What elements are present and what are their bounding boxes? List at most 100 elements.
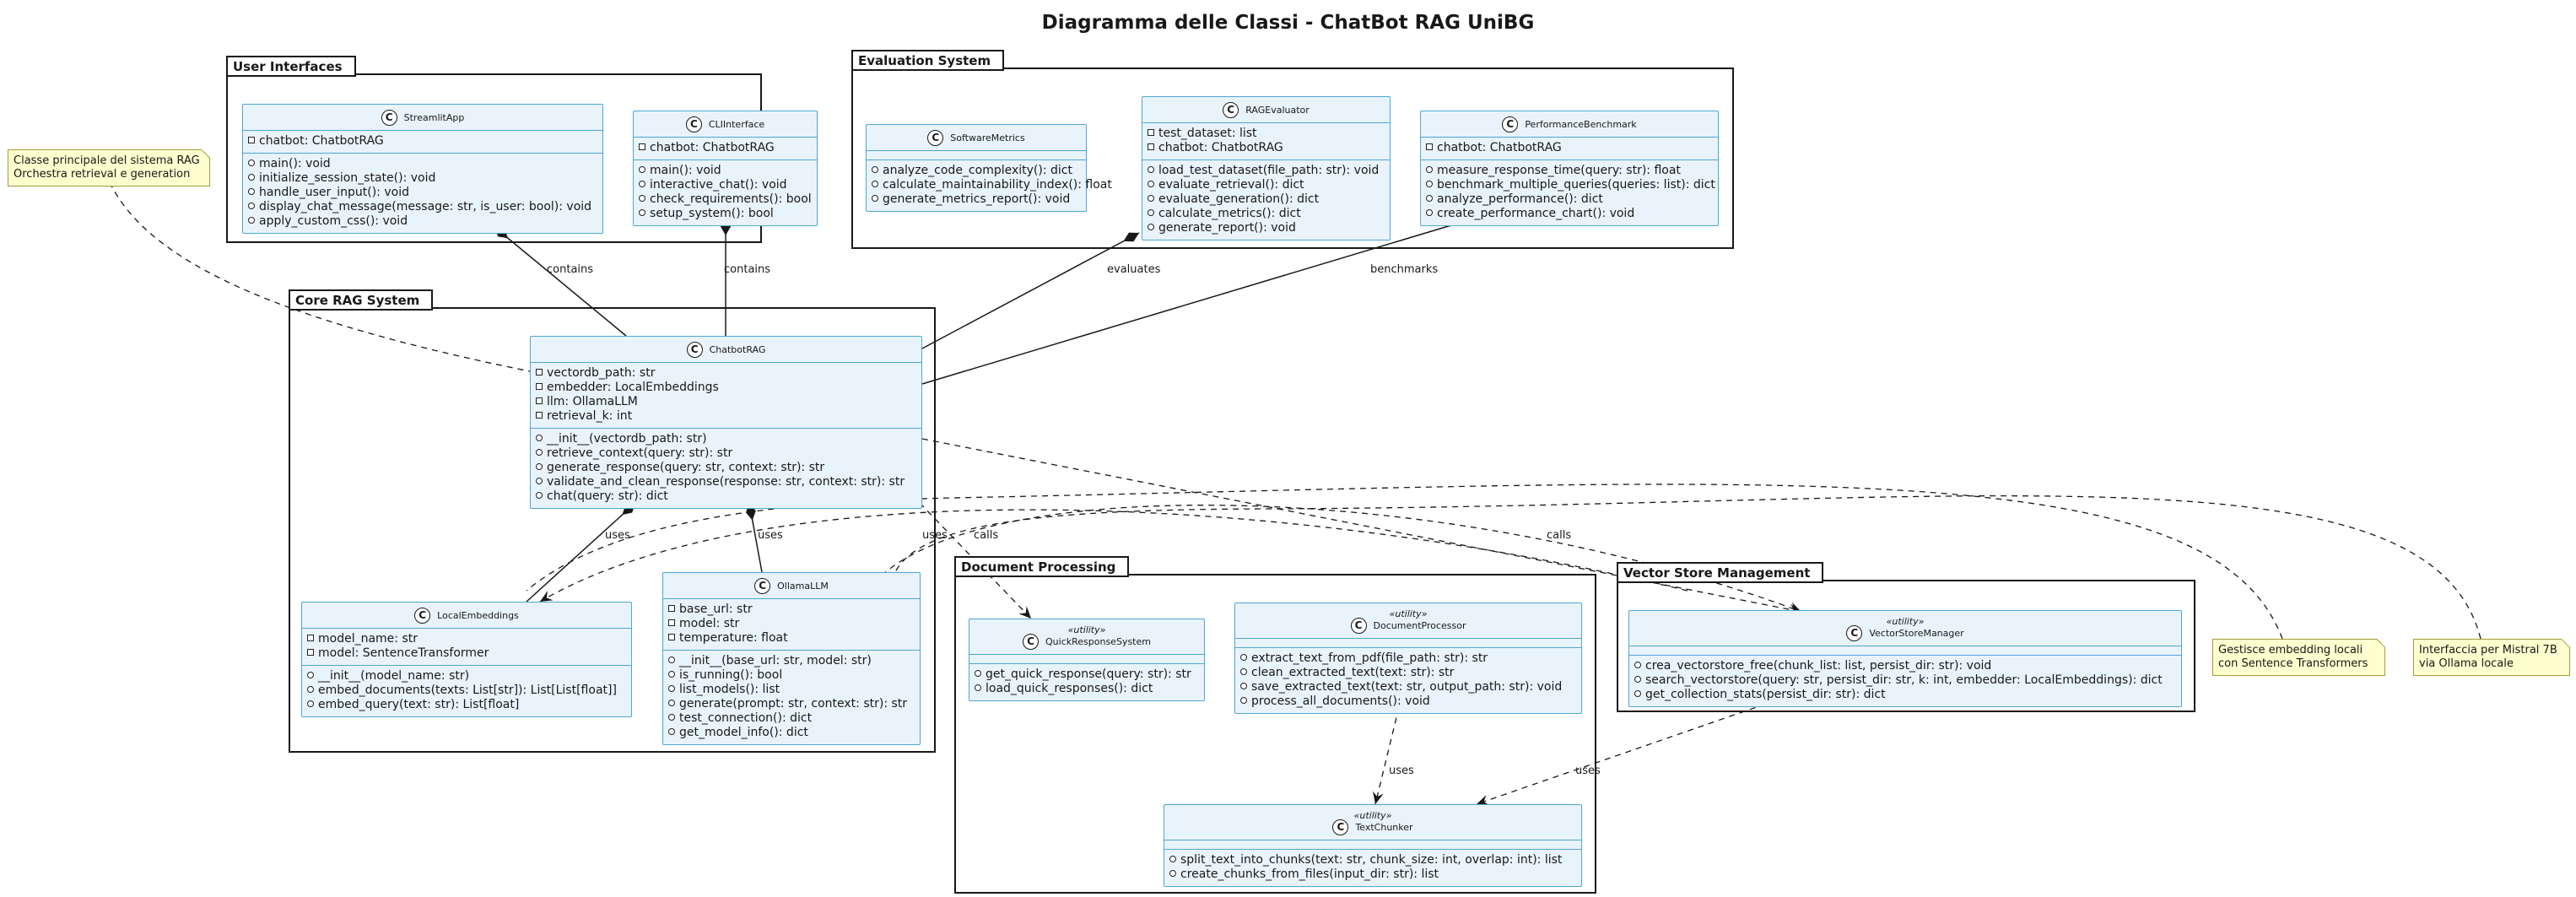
- attribute-row-text: temperature: float: [679, 631, 788, 645]
- public-visibility-icon: [1148, 195, 1154, 202]
- method-row: handle_user_input(): void: [248, 186, 597, 200]
- label-benchmarks: benchmarks: [1370, 263, 1439, 276]
- public-visibility-icon: [872, 166, 878, 173]
- method-row-text: create_performance_chart(): void: [1437, 207, 1635, 220]
- method-row-text: check_requirements(): bool: [650, 192, 812, 206]
- public-visibility-icon: [668, 657, 675, 663]
- method-section: extract_text_from_pdf(file_path: str): s…: [1235, 648, 1581, 713]
- public-visibility-icon: [668, 728, 675, 735]
- attribute-row-text: llm: OllamaLLM: [547, 395, 638, 408]
- method-row: main(): void: [639, 164, 812, 178]
- method-row-text: chat(query: str): dict: [547, 489, 668, 503]
- public-visibility-icon: [1148, 209, 1154, 216]
- method-row: setup_system(): bool: [639, 207, 812, 221]
- rel-perfbench-chatbot: [921, 215, 1477, 385]
- method-row-text: list_models(): list: [679, 683, 780, 696]
- label-uses-localemb: uses: [605, 529, 630, 542]
- class-icon: C: [685, 116, 702, 132]
- method-row: is_running(): bool: [668, 668, 915, 683]
- public-visibility-icon: [1148, 224, 1154, 230]
- method-section: __init__(vectordb_path: str)retrieve_con…: [531, 429, 921, 508]
- attribute-row-text: chatbot: ChatbotRAG: [1158, 141, 1283, 154]
- public-visibility-icon: [536, 449, 543, 456]
- class-name: StreamlitApp: [403, 112, 465, 123]
- method-row: load_quick_responses(): dict: [975, 682, 1199, 696]
- attribute-row: vectordb_path: str: [536, 366, 916, 381]
- private-visibility-icon: [307, 649, 314, 656]
- method-row-text: handle_user_input(): void: [259, 186, 409, 199]
- method-row-text: load_test_dataset(file_path: str): void: [1158, 164, 1380, 177]
- method-row: measure_response_time(query: str): float: [1426, 164, 1713, 178]
- package-label: Document Processing: [954, 556, 1130, 577]
- method-row: generate(prompt: str, context: str): str: [668, 697, 915, 711]
- public-visibility-icon: [639, 195, 645, 202]
- method-row-text: get_quick_response(query: str): str: [986, 667, 1191, 681]
- public-visibility-icon: [536, 478, 543, 484]
- attribute-row: chatbot: ChatbotRAG: [248, 134, 597, 149]
- public-visibility-icon: [1240, 668, 1247, 675]
- private-visibility-icon: [668, 619, 675, 626]
- method-row-text: calculate_metrics(): dict: [1158, 207, 1301, 220]
- method-row: process_all_documents(): void: [1240, 694, 1576, 709]
- public-visibility-icon: [975, 670, 981, 677]
- attribute-row: chatbot: ChatbotRAG: [639, 141, 812, 155]
- class-icon: C: [1350, 618, 1367, 634]
- class-name: SoftwareMetrics: [950, 132, 1025, 143]
- method-row-text: main(): void: [259, 157, 331, 170]
- attribute-row: llm: OllamaLLM: [536, 395, 916, 409]
- attribute-row: embedder: LocalEmbeddings: [536, 381, 916, 395]
- note-rag-main: Classe principale del sistema RAG Orches…: [8, 149, 210, 186]
- label-uses-vsmgr-chunker: uses: [1575, 765, 1601, 777]
- class-name: DocumentProcessor: [1373, 620, 1466, 631]
- method-row-text: search_vectorstore(query: str, persist_d…: [1645, 673, 2163, 687]
- attribute-row: test_dataset: list: [1148, 127, 1385, 141]
- class-name: RAGEvaluator: [1245, 105, 1310, 116]
- package-label: Core RAG System: [289, 289, 434, 311]
- public-visibility-icon: [1426, 195, 1433, 202]
- method-row-text: load_quick_responses(): dict: [986, 682, 1153, 695]
- public-visibility-icon: [872, 195, 878, 202]
- public-visibility-icon: [248, 174, 255, 181]
- method-row: generate_response(query: str, context: s…: [536, 461, 916, 475]
- method-row: crea_vectorstore_free(chunk_list: list, …: [1634, 659, 2176, 673]
- public-visibility-icon: [639, 166, 645, 173]
- method-row: split_text_into_chunks(text: str, chunk_…: [1169, 853, 1576, 867]
- method-row: clean_extracted_text(text: str): str: [1240, 666, 1576, 680]
- package-evaluation-system: Evaluation System: [851, 50, 1734, 249]
- diagram-title: Diagramma delle Classi - ChatBot RAG Uni…: [1041, 12, 1535, 34]
- note-line: con Sentence Transformers: [2218, 657, 2368, 670]
- method-row-text: interactive_chat(): void: [650, 178, 787, 192]
- method-row: extract_text_from_pdf(file_path: str): s…: [1240, 651, 1576, 666]
- public-visibility-icon: [639, 181, 645, 187]
- private-visibility-icon: [668, 634, 675, 640]
- class-icon: C: [1846, 625, 1863, 641]
- attribute-row: retrieval_k: int: [536, 409, 916, 424]
- method-row: calculate_maintainability_index(): float: [872, 178, 1112, 192]
- attribute-row-text: retrieval_k: int: [547, 409, 633, 423]
- public-visibility-icon: [248, 159, 255, 166]
- method-row: embed_documents(texts: List[str]): List[…: [307, 684, 626, 698]
- stereotype-label: «utility»: [1389, 608, 1428, 619]
- package-label: Vector Store Management: [1617, 562, 1824, 583]
- package-label: Evaluation System: [851, 50, 1005, 71]
- private-visibility-icon: [536, 383, 543, 390]
- attribute-row-text: embedder: LocalEmbeddings: [547, 381, 719, 394]
- private-visibility-icon: [1148, 143, 1154, 150]
- method-row: generate_report(): void: [1148, 221, 1385, 235]
- label-uses-ollama: uses: [758, 529, 783, 542]
- private-visibility-icon: [248, 137, 255, 143]
- private-visibility-icon: [639, 143, 645, 150]
- class-name: TextChunker: [1355, 822, 1413, 833]
- class-name: QuickResponseSystem: [1045, 636, 1151, 647]
- attribute-row-text: model_name: str: [318, 632, 419, 646]
- public-visibility-icon: [1148, 181, 1154, 187]
